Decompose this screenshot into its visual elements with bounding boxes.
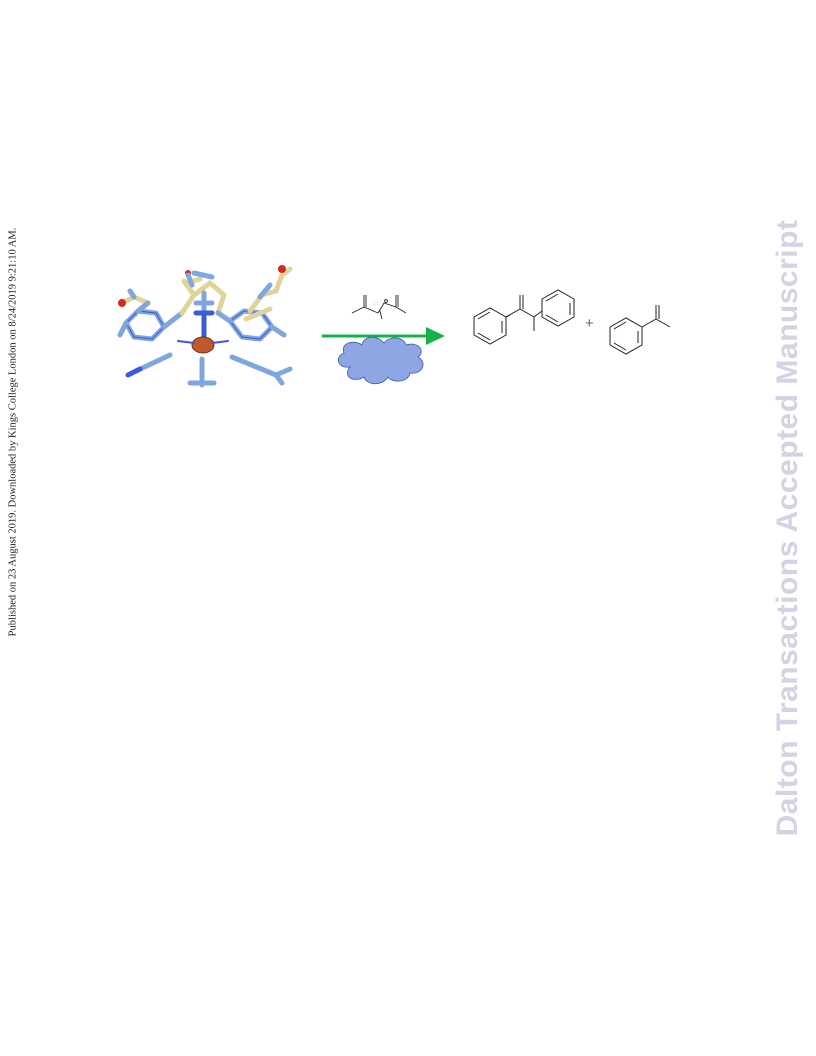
catalyst-molecular-model — [117, 265, 293, 388]
watermark-text: Dalton Transactions Accepted Manuscript — [771, 219, 804, 837]
publication-note: Published on 23 August 2019. Downloaded … — [7, 227, 19, 637]
left-pyridine-ring — [123, 308, 167, 342]
reaction-scheme: : : + — [117, 265, 671, 388]
svg-text:: :: : : — [374, 301, 378, 307]
plus-sign: + — [585, 315, 594, 332]
bottom-ligands — [125, 352, 293, 388]
reagent-structure: : : — [351, 295, 407, 320]
product-dimer — [473, 289, 575, 345]
reaction-arrow — [322, 327, 445, 345]
product-monomer — [609, 305, 671, 355]
upper-chains — [161, 270, 227, 330]
cloud-shape — [337, 336, 424, 385]
metal-center — [191, 336, 215, 354]
right-arm — [243, 265, 293, 322]
